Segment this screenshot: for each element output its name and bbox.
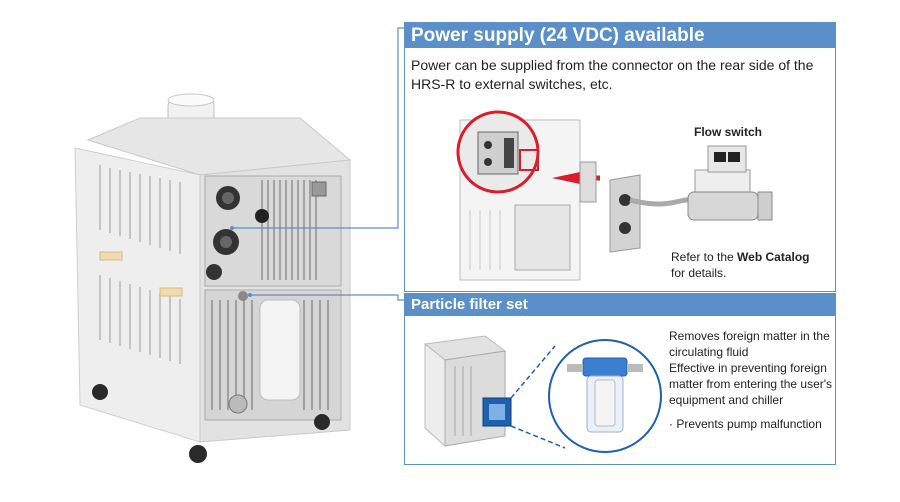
power-supply-title: Power supply (24 VDC) available xyxy=(411,25,705,46)
refer-note: Refer to the Web Catalog xyxy=(671,249,810,265)
power-description-line2: HRS-R to external switches, etc. xyxy=(411,76,613,92)
particle-filter-title: Particle filter set xyxy=(411,296,528,313)
filter-zoom-icon xyxy=(548,339,662,453)
caster-icon xyxy=(92,384,330,463)
filter-line2: circulating fluid xyxy=(669,345,749,359)
refer-prefix: Refer to the xyxy=(671,250,738,264)
filter-line4: matter from entering the user's xyxy=(669,377,833,391)
filter-bullet: · Prevents pump malfunction xyxy=(669,417,822,431)
arrow-icon xyxy=(552,172,580,184)
flow-switch-label: Flow switch xyxy=(694,125,763,139)
rear-connector-illustration xyxy=(456,110,773,281)
filter-line5: equipment and chiller xyxy=(669,393,784,407)
filter-location-icon xyxy=(482,397,512,427)
filter-line1: Removes foreign matter in the xyxy=(669,329,830,343)
particle-filter-header: Particle filter set xyxy=(405,294,835,316)
flow-switch-icon xyxy=(687,145,773,221)
web-catalog-link[interactable]: Web Catalog xyxy=(737,250,810,264)
connector-icon xyxy=(206,181,327,280)
power-supply-header: Power supply (24 VDC) available xyxy=(405,23,835,48)
power-description-line1: Power can be supplied from the connector… xyxy=(411,57,814,73)
zoom-circle-icon xyxy=(456,110,540,194)
filter-line3: Effective in preventing foreign xyxy=(669,361,827,375)
particle-filter-illustration xyxy=(423,335,662,453)
refer-suffix: for details. xyxy=(671,266,727,280)
